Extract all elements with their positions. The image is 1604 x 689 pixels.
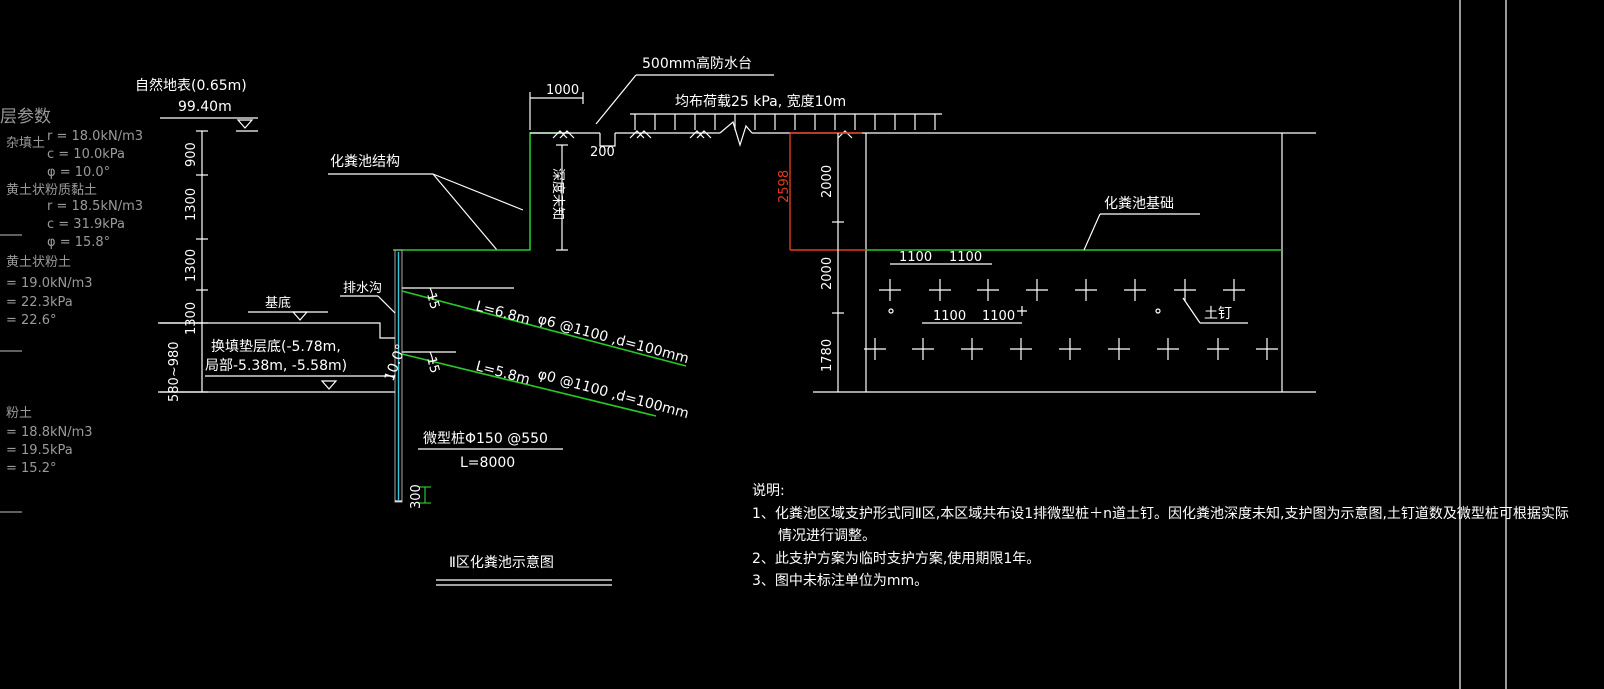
ground-level-symbol — [236, 119, 254, 129]
layer4-c: = 19.5kPa — [6, 443, 73, 458]
spacing-bottom-2: 1100 — [982, 309, 1015, 324]
flood-wall-label: 500mm高防水台 — [642, 55, 752, 72]
dim-900: 900 — [184, 142, 199, 167]
spacing-bottom-1: 1100 — [933, 309, 966, 324]
dim-1000: 1000 — [546, 83, 579, 98]
nail1-spec: φ6 @1100 ,d=100mm — [536, 311, 691, 367]
viewport-border — [1459, 0, 1507, 689]
angle-10: 10.0° — [382, 342, 410, 383]
drawing-title-block: Ⅱ区化粪池示意图 — [436, 554, 612, 586]
drain-label: 排水沟 — [343, 281, 382, 296]
spacing-top-1: 1100 — [899, 250, 932, 265]
pile-length: L=8000 — [460, 455, 515, 471]
dim-1780: 1780 — [820, 339, 835, 372]
angle-15-b: 15 — [423, 355, 442, 375]
note-3: 3、图中未标注单位为mm。 — [752, 573, 928, 589]
load-label: 均布荷载25 kPa, 宽度10m — [675, 93, 846, 110]
nail-row-2 — [864, 338, 1278, 360]
nail1-len: L=6.8m — [474, 298, 532, 328]
layer3-c: = 22.3kPa — [6, 295, 73, 310]
load-arrows — [634, 114, 936, 130]
dim-300: 300 — [409, 484, 424, 509]
layer3-r: = 19.0kN/m3 — [6, 276, 93, 291]
depth-label: 深度未知 — [550, 168, 566, 220]
spacing-top-2: 1100 — [949, 250, 982, 265]
dim-580-980: 580~980 — [167, 341, 182, 402]
note-1: 1、化粪池区域支护形式同Ⅱ区,本区域共布设1排微型桩＋n道土钉。因化粪池深度未知… — [752, 505, 1569, 522]
layer1-c: c = 10.0kPa — [47, 147, 125, 162]
layer4-r: = 18.8kN/m3 — [6, 425, 93, 440]
dim-200: 200 — [590, 145, 615, 160]
nail2-spec: φ0 @1100 ,d=100mm — [536, 366, 691, 422]
soil-nail-2 — [401, 353, 657, 417]
layer1-phi: φ = 10.0° — [47, 165, 110, 180]
ground-label: 自然地表(0.65m) — [135, 77, 247, 94]
nail-label: 土钉 — [1204, 306, 1232, 322]
layer2-r: r = 18.5kN/m3 — [47, 199, 143, 214]
base-label: 基底 — [265, 295, 291, 311]
dim-1300-c: 1300 — [184, 302, 199, 335]
layer1-r: r = 18.0kN/m3 — [47, 129, 143, 144]
dim-2000-b: 2000 — [820, 257, 835, 290]
nail-row-1 — [879, 279, 1245, 301]
nail2-len: L=5.8m — [474, 358, 532, 388]
layer4-name: 粉土 — [6, 406, 32, 421]
angle-15-a: 15 — [423, 291, 442, 311]
dim-2000-a: 2000 — [820, 165, 835, 198]
soil-parameter-table: 层参数 杂填土 r = 18.0kN/m3 c = 10.0kPa φ = 10… — [0, 107, 143, 513]
notes-heading: 说明: — [752, 483, 785, 499]
notes-block: 说明: 1、化粪池区域支护形式同Ⅱ区,本区域共布设1排微型桩＋n道土钉。因化粪池… — [752, 483, 1569, 589]
layer3-phi: = 22.6° — [6, 313, 56, 328]
drawing-title: Ⅱ区化粪池示意图 — [449, 554, 554, 571]
param-title: 层参数 — [0, 107, 51, 127]
note-1b: 情况进行调整。 — [778, 528, 876, 544]
pile-label: 微型桩Φ150 @550 — [423, 430, 548, 447]
layer4-phi: = 15.2° — [6, 461, 56, 476]
nail-elevation: 2598 2000 2000 1780 化粪池基础 1100 1100 — [777, 132, 1316, 393]
soil-nail-1 — [401, 290, 687, 367]
layer2-name: 黄土状粉质黏土 — [6, 182, 97, 198]
layer3-name: 黄土状粉土 — [6, 255, 71, 270]
ground-elev: 99.40m — [178, 99, 232, 115]
backfill-line2: 局部-5.38m, -5.58m) — [205, 358, 347, 374]
layer2-phi: φ = 15.8° — [47, 235, 110, 250]
dim-1300-a: 1300 — [184, 188, 199, 221]
structure-label: 化粪池结构 — [330, 154, 400, 170]
pit-base-label: 化粪池基础 — [1104, 195, 1174, 212]
backfill-line1: 换填垫层底(-5.78m, — [211, 338, 341, 355]
dim-1300-b: 1300 — [184, 249, 199, 282]
red-dim-2598: 2598 — [777, 170, 792, 203]
note-2: 2、此支护方案为临时支护方案,使用期限1年。 — [752, 550, 1040, 567]
layer1-name: 杂填土 — [6, 136, 45, 151]
layer2-c: c = 31.9kPa — [47, 217, 125, 232]
